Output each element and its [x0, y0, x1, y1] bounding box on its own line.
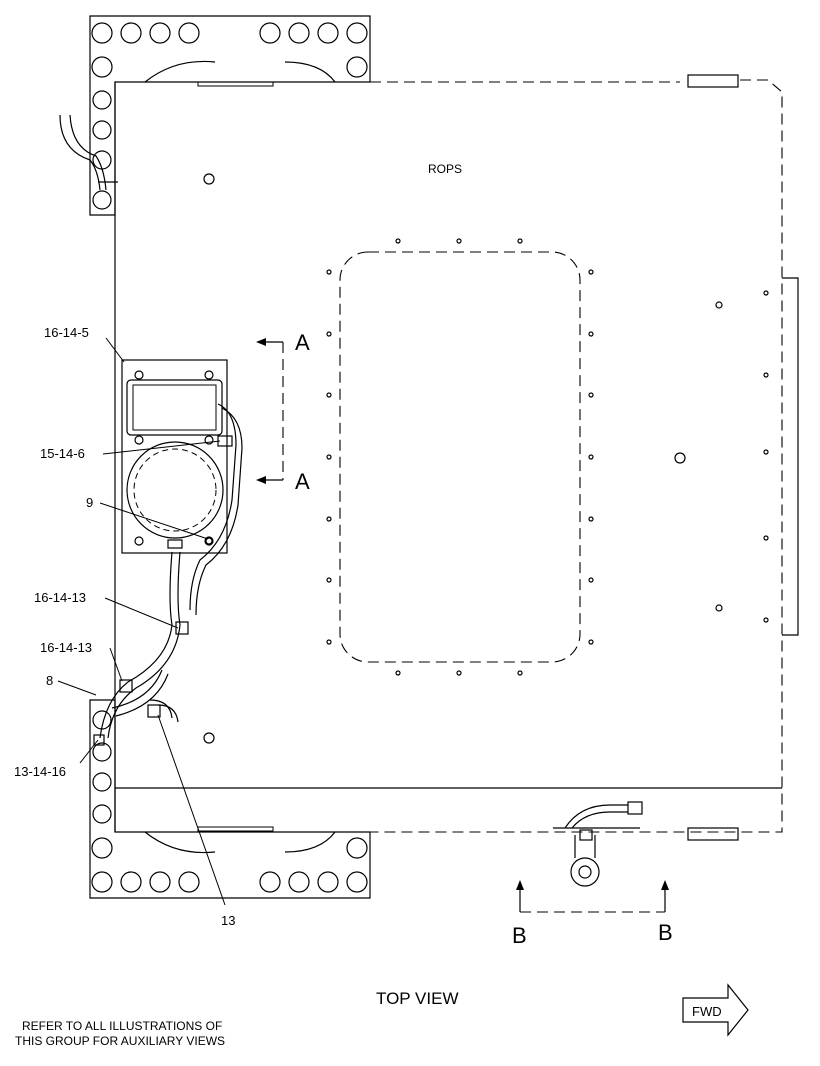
fastener — [588, 331, 594, 337]
fastener — [326, 454, 332, 460]
plate-hole — [92, 742, 112, 762]
plate-hole — [288, 22, 310, 44]
left-hole-plate-top — [89, 15, 371, 216]
plate-hole — [317, 871, 339, 893]
note-line-2: THIS GROUP FOR AUXILIARY VIEWS — [15, 1034, 225, 1048]
fastener — [763, 449, 769, 455]
callout-8: 8 — [46, 673, 53, 688]
fastener — [326, 392, 332, 398]
fan-arc-bottom-right — [284, 831, 336, 853]
bolt-hole — [203, 173, 215, 185]
callout-13-14-16: 13-14-16 — [14, 764, 66, 779]
fastener — [588, 269, 594, 275]
fan-arc-top-left — [144, 60, 216, 83]
window-fasteners — [326, 238, 769, 676]
section-b-right-label: B — [658, 920, 673, 945]
fastener — [763, 372, 769, 378]
fastener — [763, 617, 769, 623]
plate-hole — [92, 90, 112, 110]
bolt-hole — [674, 452, 686, 464]
plate-hole — [149, 871, 171, 893]
plate-hole — [288, 871, 310, 893]
section-b-b-line — [516, 880, 669, 913]
fastener — [456, 670, 462, 676]
callout-16-14-5: 16-14-5 — [44, 325, 89, 340]
mounting-holes — [91, 22, 368, 893]
plate-hole — [346, 22, 368, 44]
fastener — [395, 238, 401, 244]
plate-hole — [178, 22, 200, 44]
note-line-1: REFER TO ALL ILLUSTRATIONS OF — [22, 1019, 222, 1033]
callout-16-14-13-upper: 16-14-13 — [34, 590, 86, 605]
plate-hole — [92, 150, 112, 170]
plate-hole — [317, 22, 339, 44]
rops-outline — [114, 74, 799, 841]
wiring-harness — [59, 114, 243, 746]
fastener — [326, 269, 332, 275]
view-title: TOP VIEW — [376, 989, 459, 1008]
bottom-slot — [197, 826, 274, 832]
callout-16-14-13-lower: 16-14-13 — [40, 640, 92, 655]
section-a-a-line — [256, 338, 284, 484]
roof-window-outline — [339, 251, 581, 663]
plate-hole — [120, 871, 142, 893]
fastener — [517, 670, 523, 676]
plate-hole — [91, 837, 113, 859]
bolt-hole — [715, 301, 723, 309]
plate-hole — [178, 871, 200, 893]
fastener — [588, 454, 594, 460]
fastener — [588, 639, 594, 645]
plate-hole — [92, 120, 112, 140]
fastener — [326, 331, 332, 337]
fastener — [517, 238, 523, 244]
plate-hole — [92, 772, 112, 792]
fastener — [588, 392, 594, 398]
fastener — [763, 290, 769, 296]
fan-arc-top-right — [284, 61, 336, 83]
plate-hole — [149, 22, 171, 44]
fastener — [326, 639, 332, 645]
plate-hole — [259, 22, 281, 44]
fastener — [326, 516, 332, 522]
plate-hole — [92, 804, 112, 824]
left-hole-plate-bottom — [89, 699, 371, 899]
control-module-assembly — [121, 359, 228, 554]
fastener — [588, 577, 594, 583]
plate-hole — [92, 190, 112, 210]
section-a-bottom-label: A — [295, 469, 310, 494]
fastener — [763, 535, 769, 541]
bolt-hole — [203, 732, 215, 744]
forward-arrow — [682, 983, 749, 1037]
callout-leaders — [57, 337, 226, 906]
bolt-hole — [715, 604, 723, 612]
fastener — [588, 516, 594, 522]
rops-label: ROPS — [428, 162, 462, 176]
fastener — [326, 577, 332, 583]
plate-hole — [346, 837, 368, 859]
plate-hole — [91, 22, 113, 44]
section-b-left-label: B — [512, 923, 527, 948]
fastener — [395, 670, 401, 676]
plate-hole — [346, 871, 368, 893]
fastener — [456, 238, 462, 244]
plate-hole — [259, 871, 281, 893]
callout-13: 13 — [221, 913, 235, 928]
plate-hole — [346, 56, 368, 78]
plate-hole — [91, 56, 113, 78]
plate-hole — [91, 871, 113, 893]
fan-arc-bottom-left — [144, 831, 216, 854]
bottom-fitting — [564, 801, 643, 887]
fwd-label: FWD — [692, 1004, 722, 1019]
section-a-top-label: A — [295, 330, 310, 355]
plate-hole — [120, 22, 142, 44]
callout-15-14-6: 15-14-6 — [40, 446, 85, 461]
callout-9: 9 — [86, 495, 93, 510]
